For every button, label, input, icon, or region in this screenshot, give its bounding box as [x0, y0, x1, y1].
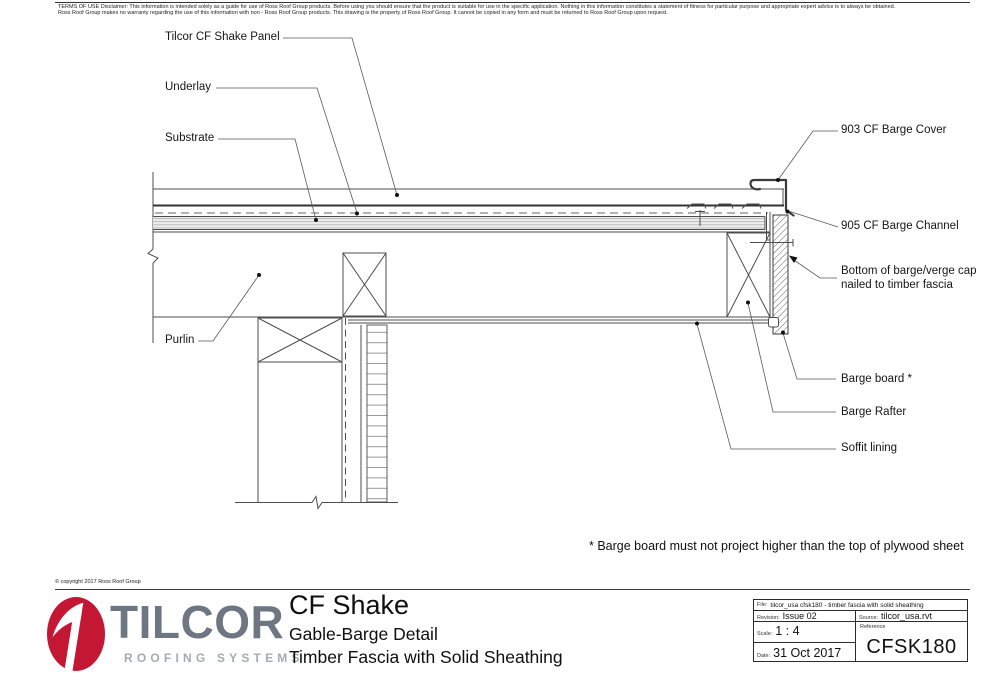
copyright-note: © copyright 2017 Ross Roof Group [55, 579, 141, 585]
barge-board-hatched [772, 214, 789, 335]
title-block-file-row: File: tilcor_usa cfsk180 - timber fascia… [754, 600, 967, 611]
file-value: tilcor_usa cfsk180 - timber fascia with … [770, 601, 924, 609]
leader-arrowhead-icon [789, 255, 798, 263]
reference-label: Reference [860, 624, 886, 630]
footer-divider [55, 589, 970, 590]
roof-assembly-lines [147, 172, 795, 510]
shake-profile-marks [686, 203, 762, 209]
barge-channel-profile [766, 212, 771, 241]
panel-fastener-icon [695, 210, 705, 226]
scale-value: 1 : 4 [775, 624, 800, 638]
break-mark-icon [311, 495, 323, 510]
barge-cover-profile [749, 178, 795, 217]
reference-code: CFSK180 [866, 636, 957, 658]
reference-cell: Reference CFSK180 [856, 622, 967, 661]
terms-of-use: TERMS OF USE Disclaimer: This informatio… [55, 2, 970, 16]
wall-top-plate [257, 317, 343, 363]
source-value: tilcor_usa.rvt [880, 611, 932, 621]
soffit-lining-lines [348, 319, 769, 324]
label-underlay: Underlay [165, 81, 212, 93]
gable-barge-detail-drawing [147, 37, 839, 510]
label-barge-cover: 903 CF Barge Cover [841, 124, 947, 136]
sheet-subtitle-1: Gable-Barge Detail [289, 624, 438, 644]
revision-value: Issue 02 [782, 611, 817, 621]
label-barge-board: Barge board * [841, 373, 912, 385]
label-substrate: Substrate [165, 132, 215, 144]
scale-label: Scale: [757, 631, 773, 637]
source-label: Source: [859, 615, 878, 621]
terms-line-1: TERMS OF USE Disclaimer: This informatio… [58, 4, 896, 10]
tilcor-logo-icon [47, 597, 105, 677]
timber-fascia-board [366, 324, 388, 503]
label-soffit-lining: Soffit lining [841, 442, 898, 454]
source-cell: Source: tilcor_usa.rvt [856, 611, 967, 621]
revision-cell: Revision: Issue 02 [754, 611, 856, 621]
barge-rafter-section [726, 232, 771, 318]
label-purlin: Purlin [165, 334, 195, 346]
fascia-nail-icon [750, 239, 794, 247]
brand-wordmark: TILCOR [110, 596, 285, 648]
barge-board-footnote: * Barge board must not project higher th… [589, 539, 964, 553]
scale-cell: Scale: 1 : 4 [754, 622, 855, 643]
label-barge-cap: Bottom of barge/verge cap nailed to timb… [841, 265, 977, 291]
substrate-plywood [153, 216, 765, 230]
date-value: 31 Oct 2017 [773, 646, 842, 660]
file-label: File: [757, 602, 768, 608]
title-block: File: tilcor_usa cfsk180 - timber fascia… [753, 599, 968, 662]
revision-label: Revision: [757, 615, 780, 621]
sheet-title: CF Shake [289, 590, 410, 620]
purlin-block [342, 252, 387, 317]
terms-line-2: Ross Roof Group makes no warranty regard… [58, 10, 668, 17]
date-label: Date: [757, 653, 771, 659]
label-barge-channel: 905 CF Barge Channel [841, 220, 959, 232]
leader-dots [257, 178, 798, 335]
date-cell: Date: 31 Oct 2017 [754, 643, 855, 661]
sheet-subtitle-2: Timber Fascia with Solid Sheathing [289, 647, 563, 667]
soffit-return-notch [768, 317, 779, 328]
break-mark-icon [147, 248, 159, 264]
brand-tagline: ROOFING SYSTEMS [124, 651, 304, 665]
label-barge-rafter: Barge Rafter [841, 406, 907, 418]
label-shake-panel: Tilcor CF Shake Panel [165, 31, 280, 43]
leader-lines [198, 37, 839, 450]
